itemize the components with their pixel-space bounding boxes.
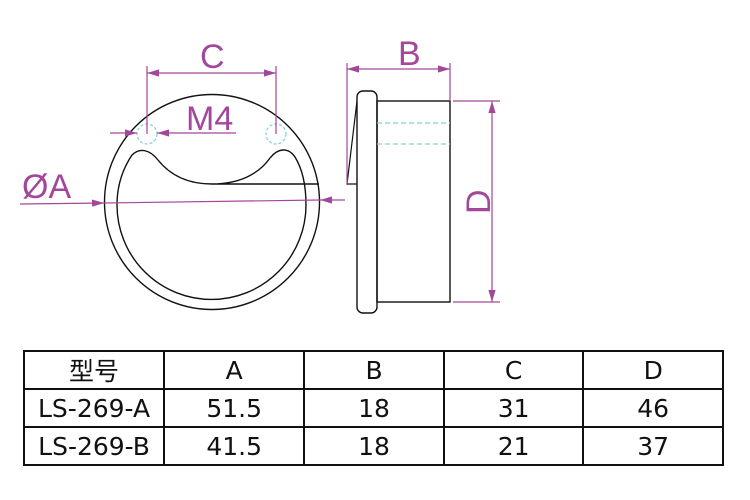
table-row: LS-269-B 41.5 18 21 37: [22, 426, 724, 466]
cell: 18: [303, 388, 445, 428]
cell: 41.5: [163, 426, 306, 466]
header-d: D: [582, 350, 724, 390]
cell: 51.5: [163, 388, 306, 428]
flange: [356, 90, 378, 314]
dim-a-line: [19, 199, 105, 207]
header-b: B: [303, 350, 445, 390]
spec-table: 型号 A B C D LS-269-A 51.5 18 31 46 LS-269…: [22, 350, 724, 466]
cell: 21: [442, 426, 585, 466]
header-a: A: [163, 350, 306, 390]
cell: LS-269-A: [22, 388, 166, 428]
body: [376, 100, 451, 303]
header-model: 型号: [22, 350, 166, 390]
label-b: B: [398, 35, 421, 73]
cell: 31: [442, 388, 585, 428]
label-c: C: [200, 38, 225, 76]
cell: 46: [582, 388, 724, 428]
label-a: ØA: [22, 168, 71, 206]
flange-wedge: [346, 100, 358, 185]
cell: LS-269-B: [22, 426, 166, 466]
table-row: LS-269-A 51.5 18 31 46: [22, 388, 724, 428]
inner-opening: [116, 149, 319, 301]
header-c: C: [442, 350, 585, 390]
cell: 18: [303, 426, 445, 466]
label-d: D: [460, 189, 498, 214]
label-m4: M4: [186, 100, 233, 138]
table-header-row: 型号 A B C D: [22, 350, 724, 390]
cell: 37: [582, 426, 724, 466]
outer-ring: [103, 93, 321, 311]
